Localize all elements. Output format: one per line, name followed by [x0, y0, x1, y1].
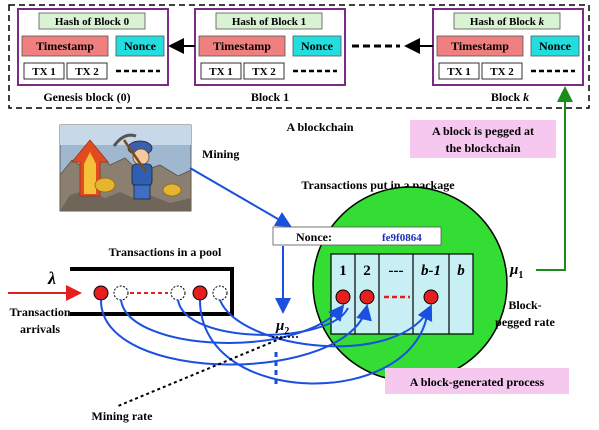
pool-container: [70, 267, 234, 316]
block-1-hash: Hash of Block 1: [232, 16, 306, 28]
block-genesis-hash: Hash of Block 0: [55, 16, 130, 28]
slot-2-label: 2: [363, 263, 371, 279]
pool-slot-empty-2: [170, 285, 186, 301]
block-1-tx2-box: [243, 62, 285, 80]
block-1-timestamp: Timestamp: [213, 39, 271, 53]
block-k-nonce: Nonce: [539, 39, 572, 53]
block-genesis-nonce-box: [115, 35, 165, 57]
block-1-hash-box: [215, 12, 323, 30]
block-k: Hash of Block k Timestamp Nonce TX 1 TX …: [432, 8, 584, 86]
pegged-rate-line1: Block-: [508, 298, 541, 312]
nonce-label: Nonce:: [296, 230, 332, 244]
block-k-nonce-box: [530, 35, 580, 57]
pegged-note-line1: A block is pegged at: [432, 124, 534, 138]
pegged-note-line2: the blockchain: [445, 141, 520, 155]
transfer-arc-5: [199, 299, 429, 385]
block-1-tx1-box: [200, 62, 242, 80]
slot-2-transaction: [359, 289, 375, 305]
generated-process-label: A block-generated process: [410, 375, 545, 389]
block-1: Hash of Block 1 Timestamp Nonce TX 1 TX …: [194, 8, 346, 86]
lambda-symbol: λ: [47, 268, 56, 288]
block-k-tx1-box: [438, 62, 480, 80]
coin-icon-2: [162, 183, 182, 197]
block-k-tx2-box: [481, 62, 523, 80]
block-genesis-hash-box: [38, 12, 146, 30]
block-1-caption: Block 1: [251, 90, 289, 104]
coin-icon: [94, 177, 116, 193]
block-genesis-timestamp: Timestamp: [36, 39, 94, 53]
mu1-symbol: μ1: [509, 262, 523, 281]
mu2-symbol: μ2: [275, 318, 289, 337]
pool-transaction-2: [192, 285, 208, 301]
pool-slot-empty-3: [212, 285, 228, 301]
slot-1-transaction: [335, 289, 351, 305]
block-k-hash: Hash of Block k: [470, 16, 545, 28]
block-k-tx2: TX 2: [490, 66, 514, 78]
block-genesis-nonce: Nonce: [124, 39, 157, 53]
nonce-box: [272, 226, 442, 246]
slot-b1-transaction: [423, 289, 439, 305]
transfer-arc-1: [120, 299, 345, 344]
pegged-note-box: [410, 120, 556, 158]
transfer-arc-3: [177, 299, 349, 336]
slot-3-label: ---: [389, 263, 404, 279]
block-1-timestamp-box: [198, 35, 286, 57]
slot-4-label: b-1: [421, 263, 441, 279]
block-k-timestamp-box: [436, 35, 524, 57]
block-k-caption: Block k: [491, 90, 529, 104]
block-1-nonce: Nonce: [301, 39, 334, 53]
block-genesis-tx2-box: [66, 62, 108, 80]
block-k-hash-box: [453, 12, 561, 30]
slot-1-label: 1: [339, 263, 347, 279]
block-genesis-tx2: TX 2: [75, 66, 99, 78]
arrivals-line2: arrivals: [20, 322, 60, 336]
slot-5-label: b: [457, 263, 465, 279]
block-genesis-tx1: TX 1: [32, 66, 56, 78]
nonce-value: fe9f0864: [382, 232, 422, 244]
pegged-rate-line2: pegged rate: [495, 315, 555, 329]
pool-title: Transactions in a pool: [109, 245, 222, 259]
transfer-arc-4: [219, 299, 433, 348]
pool-slot-empty-1: [113, 285, 129, 301]
block-genesis-tx1-box: [23, 62, 65, 80]
blockchain-caption: A blockchain: [286, 120, 353, 134]
mining-rate-label: Mining rate: [92, 409, 154, 423]
mining-label: Mining: [202, 147, 239, 161]
pickaxe-head: [112, 133, 137, 147]
block-k-tx1: TX 1: [447, 66, 471, 78]
pegged-arrow: [536, 86, 573, 271]
block-genesis-timestamp-box: [21, 35, 109, 57]
block-k-timestamp: Timestamp: [451, 39, 509, 53]
block-1-tx2: TX 2: [252, 66, 276, 78]
arrivals-line1: Transaction: [9, 305, 70, 319]
generated-process-box: [385, 368, 569, 394]
blockchain-frame: [8, 4, 590, 109]
miner-illustration: [59, 124, 192, 212]
arrow-up-icon-glow: [84, 152, 96, 194]
block-1-nonce-box: [292, 35, 342, 57]
block-genesis: Hash of Block 0 Timestamp Nonce TX 1 TX …: [17, 8, 169, 86]
mining-arrow: [189, 167, 292, 228]
pool-transaction-1: [93, 285, 109, 301]
pickaxe-handle: [122, 139, 148, 173]
block-genesis-caption: Genesis block (0): [43, 90, 130, 104]
miner-legs: [133, 184, 151, 200]
block-1-tx1: TX 1: [209, 66, 233, 78]
transfer-arc-2: [99, 299, 372, 366]
